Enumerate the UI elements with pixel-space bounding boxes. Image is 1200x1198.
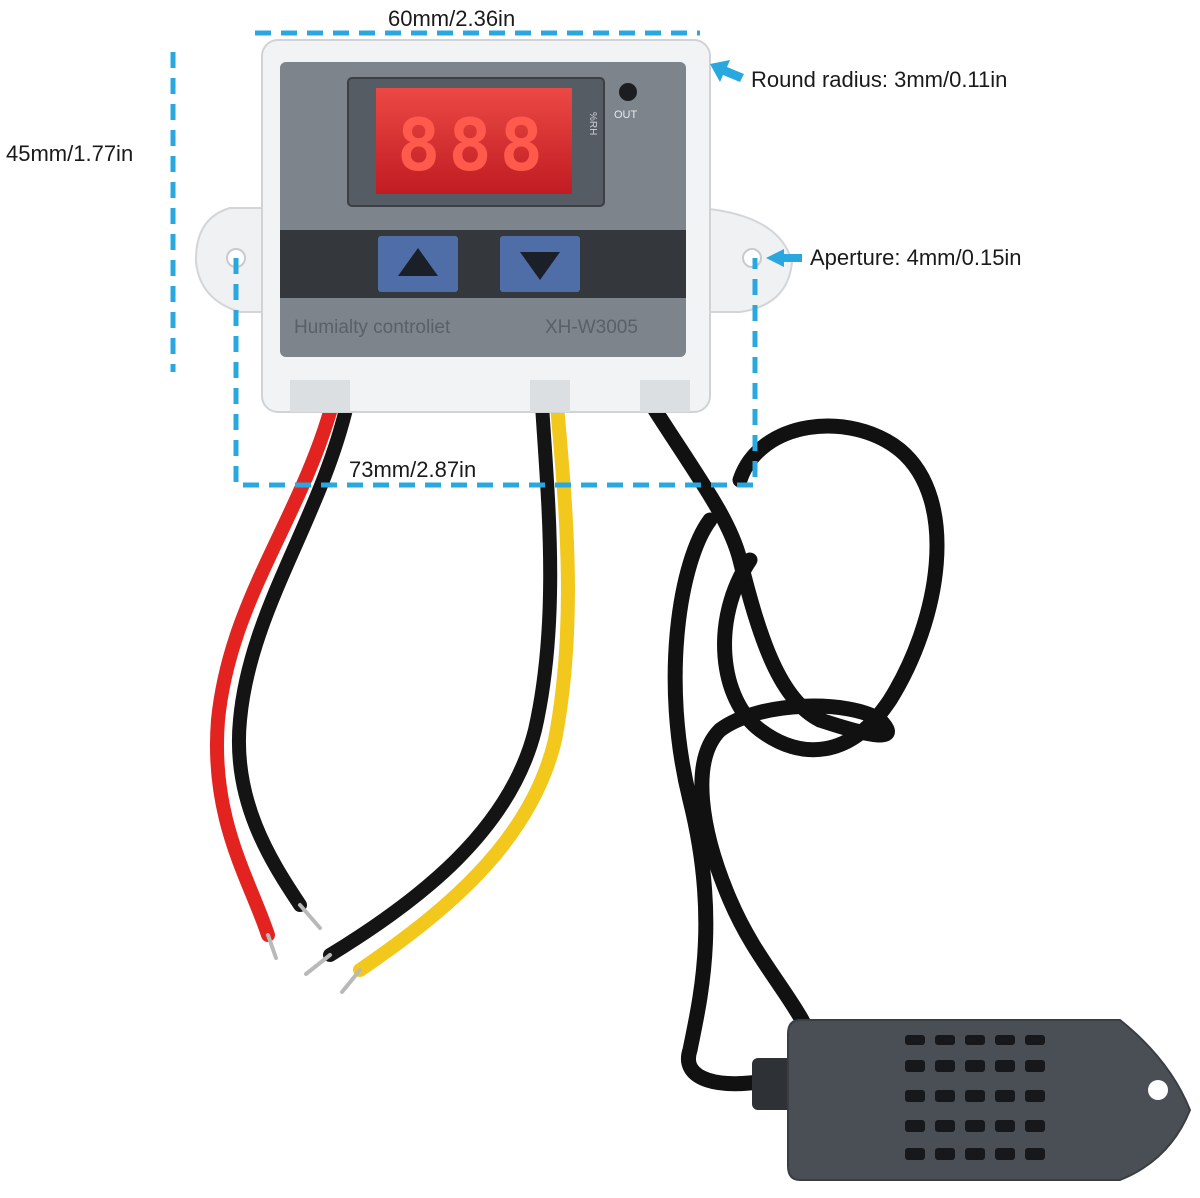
triangle-down-icon — [520, 252, 560, 280]
load-wires — [323, 398, 575, 977]
status-led-icon — [619, 83, 637, 101]
status-label: OUT — [614, 109, 638, 121]
humidity-sensor — [752, 1019, 1192, 1181]
arrow-left-icon — [766, 249, 802, 267]
length-dimension-line — [233, 258, 758, 488]
dimension-lines — [170, 30, 758, 488]
wire-tips-left — [266, 903, 322, 960]
sensor-cable — [647, 402, 945, 1092]
device-name-label: Humialty controliet — [294, 317, 451, 338]
display-digits: 888 — [397, 103, 551, 187]
mount-hole-right — [742, 248, 762, 268]
controller-housing — [194, 39, 794, 413]
triangle-up-icon — [398, 248, 438, 276]
up-button[interactable] — [378, 236, 458, 292]
wire-tips-middle — [304, 953, 362, 994]
sensor-vents — [905, 1035, 1045, 1160]
arrow-left-icon — [710, 60, 744, 82]
height-dimension-label: 45mm/1.77in — [6, 141, 134, 166]
round-radius-label: Round radius: 3mm/0.11in — [751, 67, 1008, 92]
length-dimension-label: 73mm/2.87in — [349, 457, 477, 482]
device-model-label: XH-W3005 — [545, 317, 638, 338]
down-button[interactable] — [500, 236, 580, 292]
power-wires — [210, 398, 354, 942]
callout-arrows — [710, 60, 802, 267]
unit-label: %RH — [587, 112, 598, 135]
aperture-label: Aperture: 4mm/0.15in — [810, 245, 1022, 270]
sensor-mount-hole — [1148, 1080, 1168, 1100]
width-dimension-label: 60mm/2.36in — [388, 6, 516, 31]
button-strip — [280, 230, 686, 298]
